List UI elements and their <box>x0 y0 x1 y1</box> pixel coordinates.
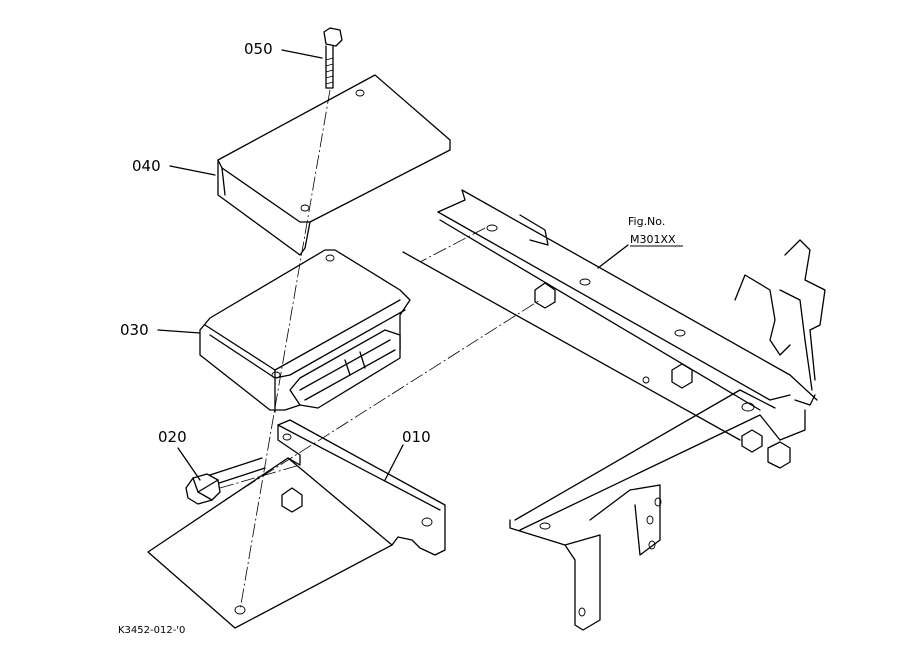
controller-030 <box>199 249 411 413</box>
callout-010: 010 <box>402 428 431 446</box>
assembly-lines <box>219 89 541 611</box>
frame-assembly <box>402 189 826 631</box>
callout-040: 040 <box>132 157 161 175</box>
fig-ref-line1: Fig.No. <box>628 215 665 228</box>
callout-020: 020 <box>158 428 187 446</box>
callout-050: 050 <box>244 40 273 58</box>
drawing-code: K3452-012-'0 <box>118 625 185 636</box>
screw-050 <box>323 27 343 89</box>
cover-040 <box>217 74 451 256</box>
fig-ref-line2: M301XX <box>630 233 676 246</box>
leader-lines <box>157 49 629 481</box>
bolt-020 <box>185 457 266 505</box>
bracket-010 <box>147 419 446 629</box>
callout-030: 030 <box>120 321 149 339</box>
